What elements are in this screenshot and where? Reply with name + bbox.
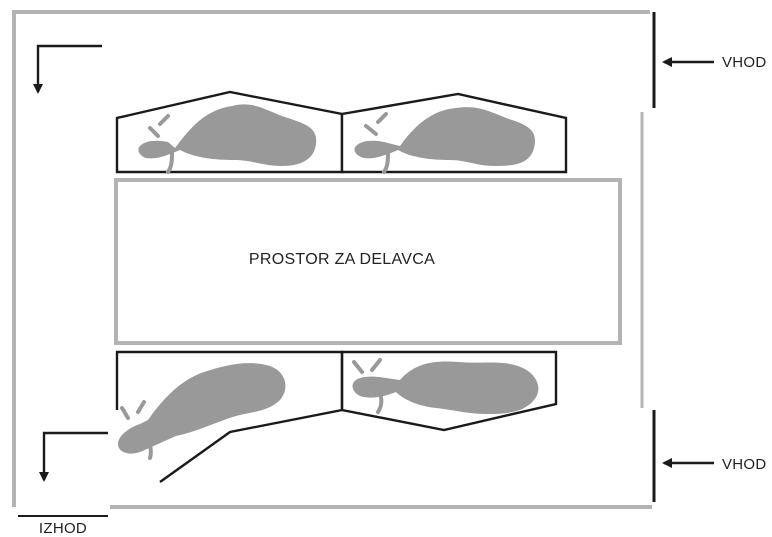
- cow-top-left: [138, 104, 317, 174]
- corner-arrow-down-icon: [33, 44, 102, 94]
- corner-arrow-down-icon-exit: [39, 431, 108, 482]
- entrance-label-top: VHOD: [722, 54, 767, 71]
- cow-bottom-left: [118, 363, 286, 460]
- entrance-walls: [640, 12, 656, 502]
- cow-top-right: [354, 107, 536, 174]
- entrance-label-bottom: VHOD: [722, 456, 767, 473]
- cow-bottom-right: [352, 358, 539, 414]
- stall-bottom-left: [115, 350, 344, 483]
- exit-label: IZHOD: [39, 520, 87, 537]
- worker-area-label: PROSTOR ZA DELAVCA: [249, 251, 435, 268]
- outer-wall: [12, 10, 652, 509]
- worker-area: [114, 178, 622, 345]
